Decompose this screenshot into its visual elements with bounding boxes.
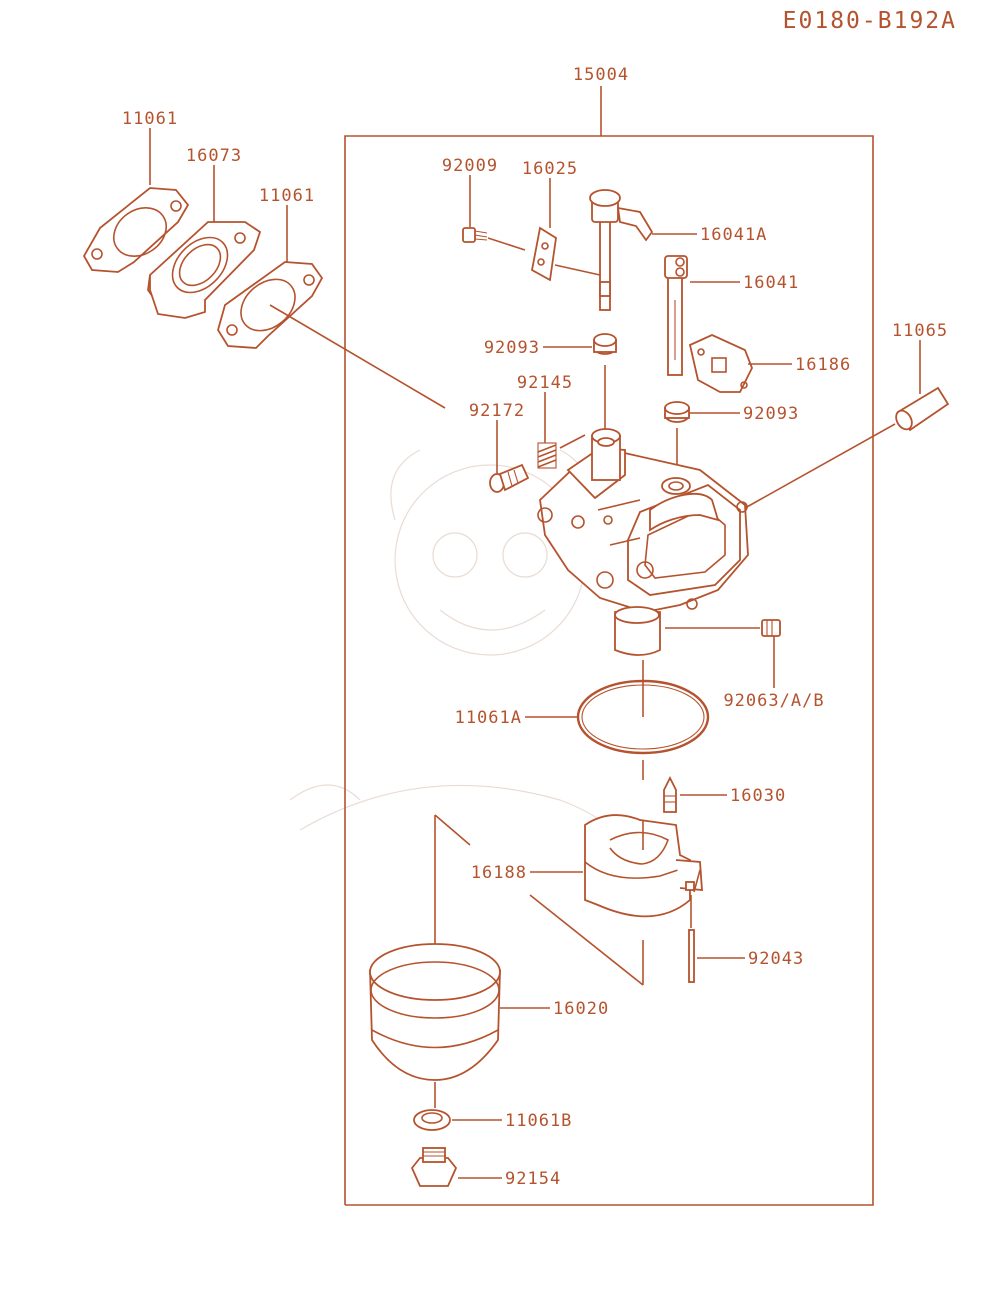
label-92043[interactable]: 92043 [748, 949, 804, 969]
float-needle-16030[interactable] [663, 775, 677, 813]
label-11061b[interactable]: 11061B [505, 1111, 572, 1131]
label-16030[interactable]: 16030 [730, 786, 786, 806]
choke-shaft-16041[interactable] [664, 255, 688, 376]
drain-bolt-92154[interactable] [410, 1147, 458, 1187]
seal-92093-lower[interactable] [664, 401, 690, 423]
main-jet-92063[interactable] [761, 619, 781, 637]
gasket-11061-left[interactable] [82, 187, 190, 273]
label-92093-upper[interactable]: 92093 [484, 338, 540, 358]
choke-plate-16186[interactable] [688, 334, 753, 393]
seal-92093-upper[interactable] [593, 333, 617, 355]
label-16186[interactable]: 16186 [795, 355, 851, 375]
label-16188[interactable]: 16188 [471, 863, 527, 883]
label-16073[interactable]: 16073 [186, 146, 242, 166]
throttle-shaft-16041a[interactable] [589, 189, 654, 311]
label-16041[interactable]: 16041 [743, 273, 799, 293]
label-92063[interactable]: 92063/A/B [723, 691, 824, 711]
washer-11061b[interactable] [413, 1109, 451, 1131]
screw-92009[interactable] [462, 227, 488, 243]
label-16041a[interactable]: 16041A [700, 225, 767, 245]
label-92172[interactable]: 92172 [469, 401, 525, 421]
vent-pipe-11065[interactable] [893, 386, 950, 432]
label-92009[interactable]: 92009 [442, 156, 498, 176]
label-11061-left[interactable]: 11061 [122, 109, 178, 129]
label-15004[interactable]: 15004 [573, 65, 629, 85]
throttle-plate-16025[interactable] [530, 226, 557, 282]
label-92093-lower[interactable]: 92093 [743, 404, 799, 424]
label-92145[interactable]: 92145 [517, 373, 573, 393]
float-pin-92043[interactable] [688, 929, 695, 983]
diagram-code: E0180-B192A [783, 8, 957, 34]
label-11061a[interactable]: 11061A [455, 708, 522, 728]
label-16020[interactable]: 16020 [553, 999, 609, 1019]
carburetor-body[interactable] [537, 428, 749, 656]
screw-92172[interactable] [489, 463, 530, 493]
assembly-bracket [344, 86, 874, 1206]
label-11061-right[interactable]: 11061 [259, 186, 315, 206]
spring-92145[interactable] [537, 442, 557, 469]
label-16025[interactable]: 16025 [522, 159, 578, 179]
label-92154[interactable]: 92154 [505, 1169, 561, 1189]
float-16188[interactable] [584, 814, 703, 918]
label-11065[interactable]: 11065 [892, 321, 948, 341]
spacer-16073[interactable] [147, 221, 262, 319]
float-bowl-16020[interactable] [369, 943, 501, 1081]
